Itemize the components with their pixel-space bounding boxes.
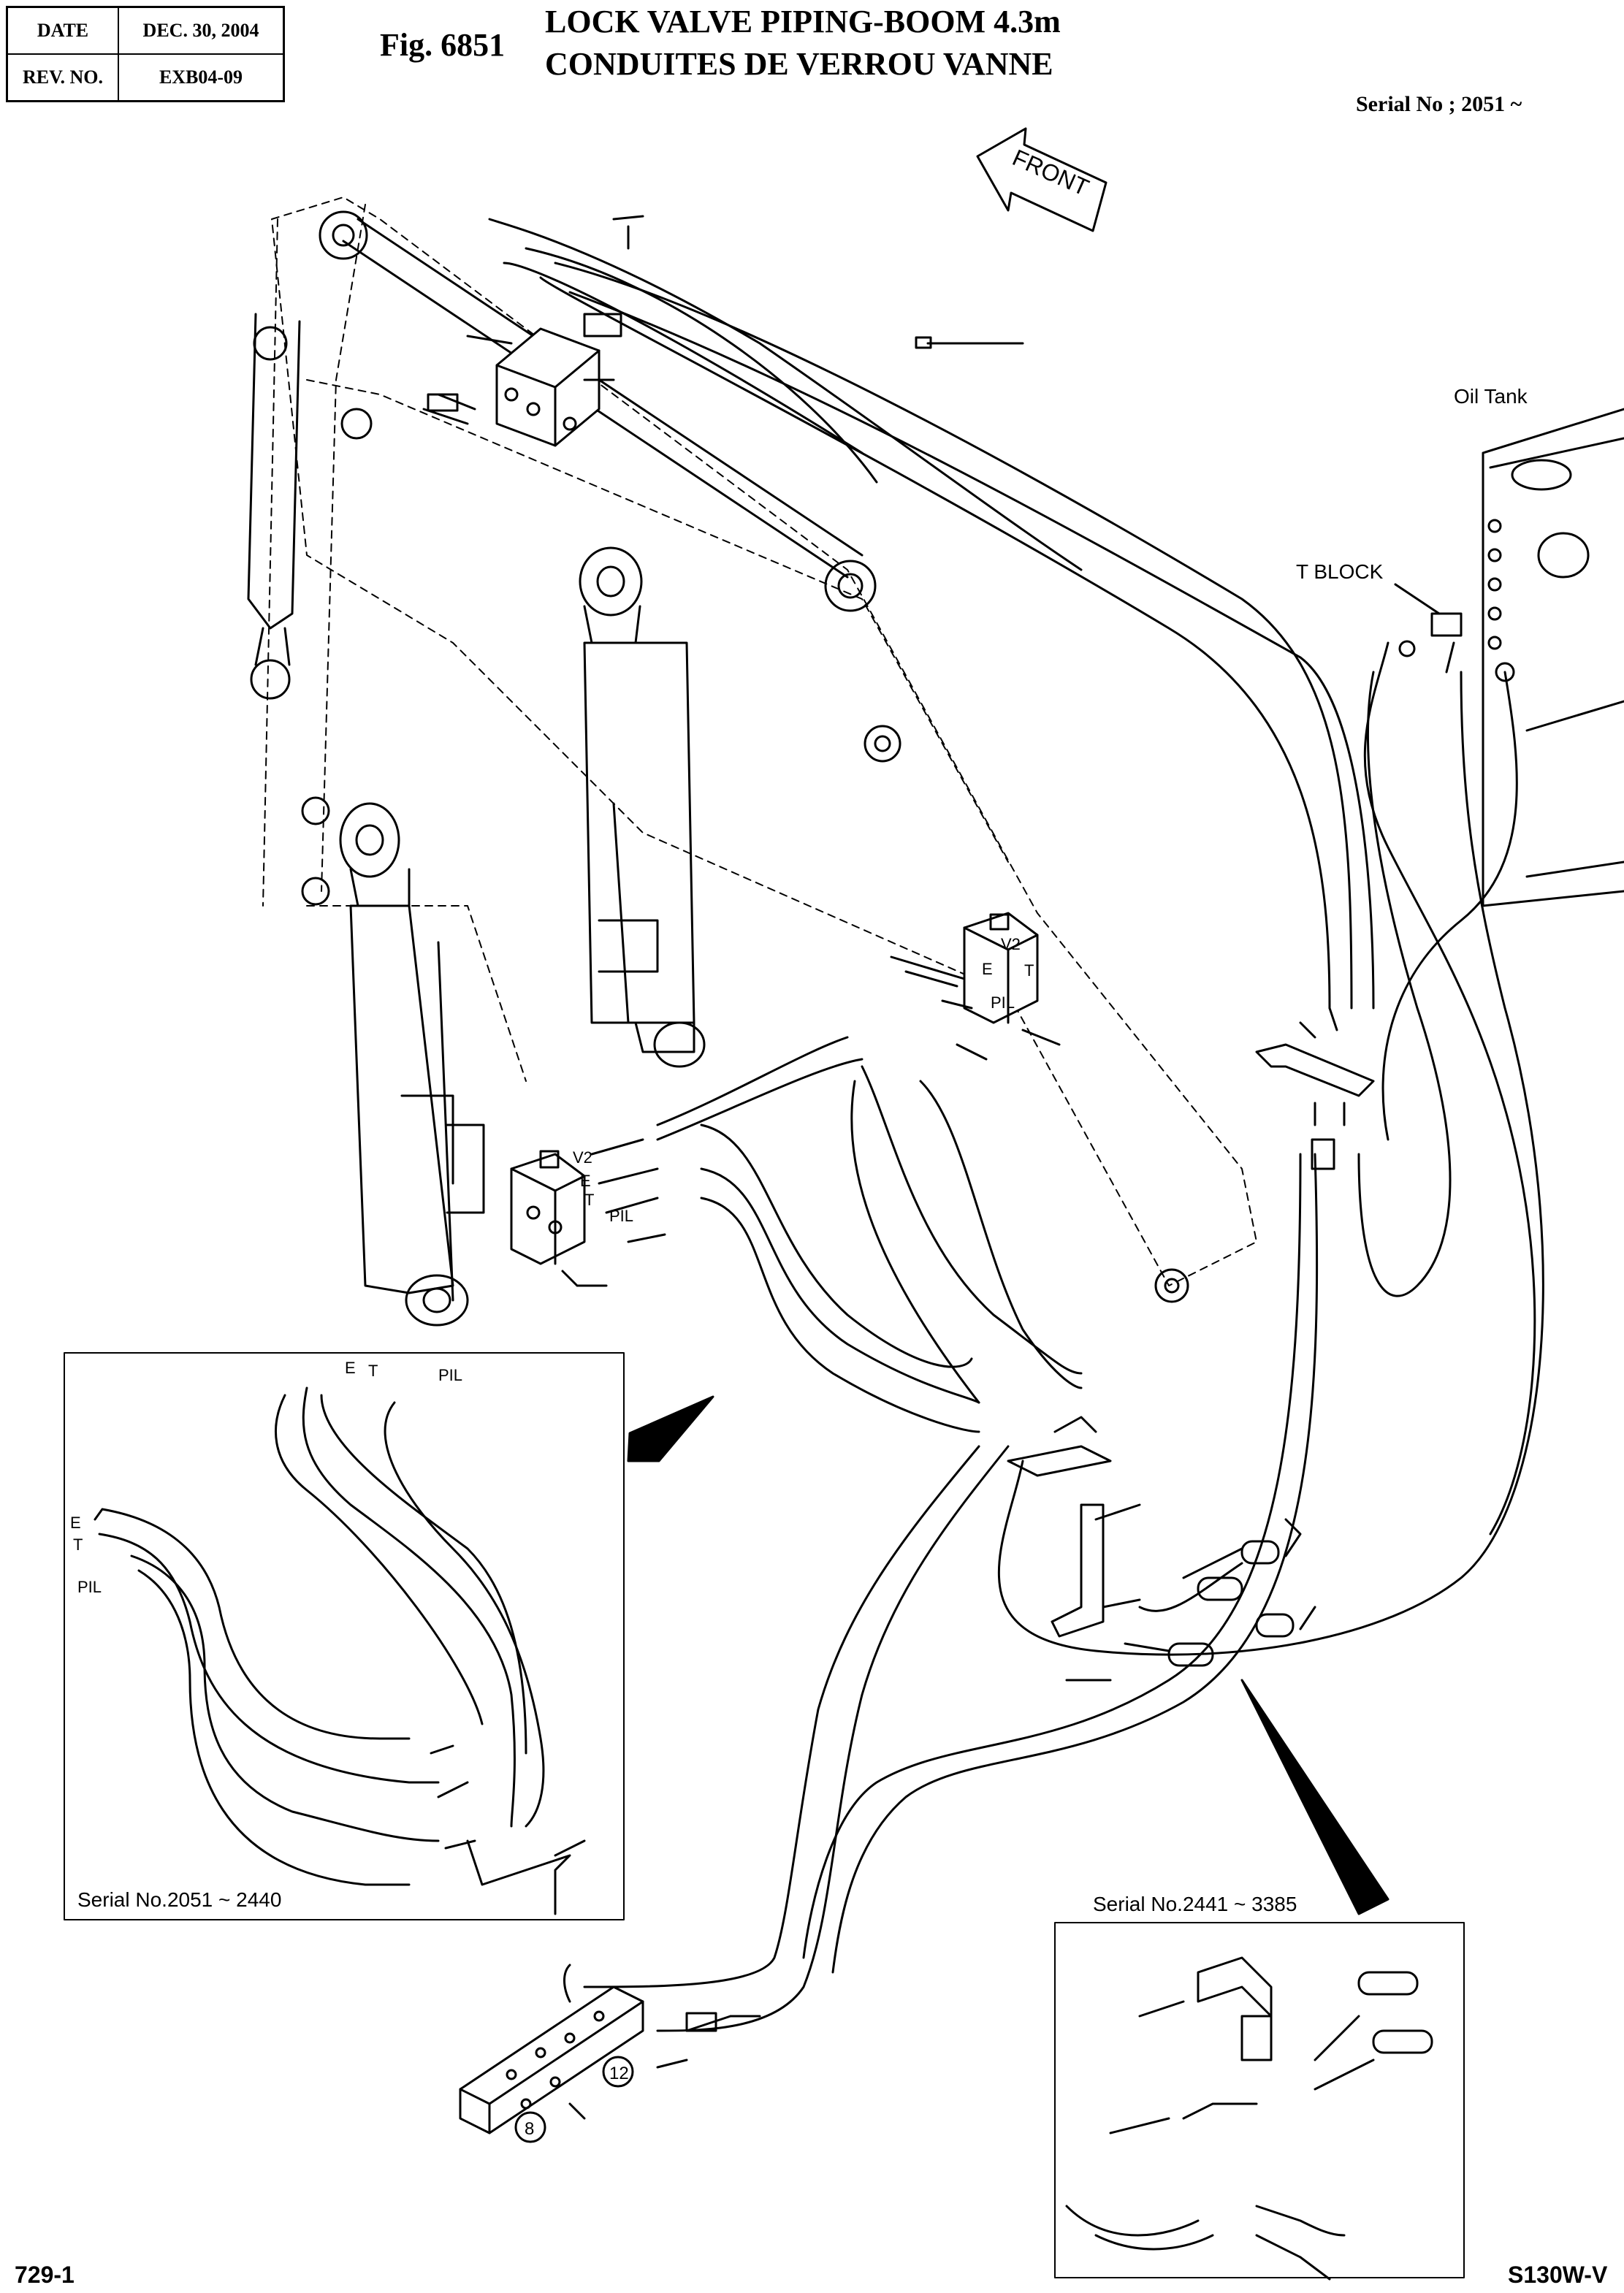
left-inset-frame (64, 1352, 625, 1920)
port-t-label-left: T (584, 1191, 594, 1209)
callout-8-label: 8 (525, 2119, 534, 2139)
callout-8-circle (514, 2111, 546, 2143)
boom-cylinder-left (339, 802, 469, 1327)
oil-tank (1482, 408, 1624, 907)
cylinder-pipe-2 (437, 941, 454, 1302)
port-pil-label-mid: PIL (991, 993, 1015, 1012)
right-inset-frame (1054, 1922, 1465, 2278)
left-inset-serial: Serial No.2051 ~ 2440 (77, 1888, 281, 1911)
quick-couplers (1065, 1518, 1316, 1682)
clamp-bracket (1255, 1007, 1375, 1170)
lower-manifold-block (459, 1985, 644, 2134)
port-v2-label-left: V2 (573, 1148, 592, 1167)
front-arrow-icon: FRONT (976, 127, 1108, 232)
port-pil-label-inset-top: PIL (438, 1366, 462, 1384)
tank-hoses (1363, 641, 1536, 1535)
upper-hoses (488, 218, 1375, 1010)
top-lock-valve (495, 327, 615, 447)
port-t-label-inset-left: T (73, 1535, 83, 1554)
right-inset-parts (1065, 1956, 1433, 2281)
boom-cylinder-center (579, 546, 706, 1068)
middle-hoses (656, 1036, 1083, 1433)
date-label: DATE (6, 6, 119, 55)
port-pil-label-left: PIL (609, 1207, 633, 1225)
port-e-label-mid: E (982, 960, 993, 978)
port-e-label-inset-left: E (70, 1514, 81, 1532)
figure-number: Fig. 6851 (380, 27, 506, 63)
left-valve-fittings (561, 1138, 666, 1287)
oil-tank-label: Oil Tank (1454, 385, 1528, 408)
lower-bracket (1007, 1445, 1243, 1638)
left-lock-valve (510, 1150, 586, 1265)
top-valve-fittings (422, 215, 1024, 425)
model-number: S130W-V (1508, 2262, 1608, 2288)
page-number: 729-1 (15, 2262, 75, 2288)
callout-12-label: 12 (609, 2064, 629, 2083)
boom-structure (262, 197, 1257, 1286)
t-block (1394, 583, 1515, 682)
port-e-label-left: E (580, 1172, 591, 1190)
long-hoses-down (583, 671, 1544, 2032)
middle-valve-fittings (890, 955, 1061, 1061)
title-english: LOCK VALVE PIPING-BOOM 4.3m (545, 4, 1061, 39)
rev-value: EXB04-09 (118, 53, 285, 102)
port-pil-label-inset-left: PIL (77, 1578, 102, 1596)
boom-pin-holes (253, 210, 1189, 1303)
rev-label: REV. NO. (6, 53, 119, 102)
port-e-label-inset-top: E (345, 1359, 356, 1377)
serial-range: Serial No ; 2051 ~ (1356, 92, 1522, 116)
left-inset-fittings (430, 1744, 586, 1915)
port-v2-label-mid: V2 (1001, 935, 1021, 953)
port-t-label-inset-top: T (368, 1362, 378, 1380)
arm-cylinder (247, 218, 864, 700)
revision-info-table: DATE DEC. 30, 2004 REV. NO. EXB04-09 (6, 6, 285, 102)
left-inset-pointer (627, 1395, 714, 1462)
support-bracket (1053, 1416, 1097, 1433)
port-t-label-mid: T (1024, 961, 1034, 980)
title-french: CONDUITES DE VERROU VANNE (545, 46, 1053, 82)
lower-fittings (563, 1964, 761, 2120)
middle-lock-valve (963, 912, 1039, 1024)
cylinder-pipe (446, 1123, 485, 1214)
t-block-label: T BLOCK (1296, 560, 1384, 583)
left-inset-hoses (94, 1386, 545, 1886)
date-value: DEC. 30, 2004 (118, 6, 285, 55)
right-inset-serial: Serial No.2441 ~ 3385 (1093, 1893, 1297, 1915)
callout-12-circle (602, 2056, 634, 2088)
diagram-labels: Oil Tank T BLOCK V2 E T PIL V2 E T PIL E… (70, 385, 1528, 2139)
